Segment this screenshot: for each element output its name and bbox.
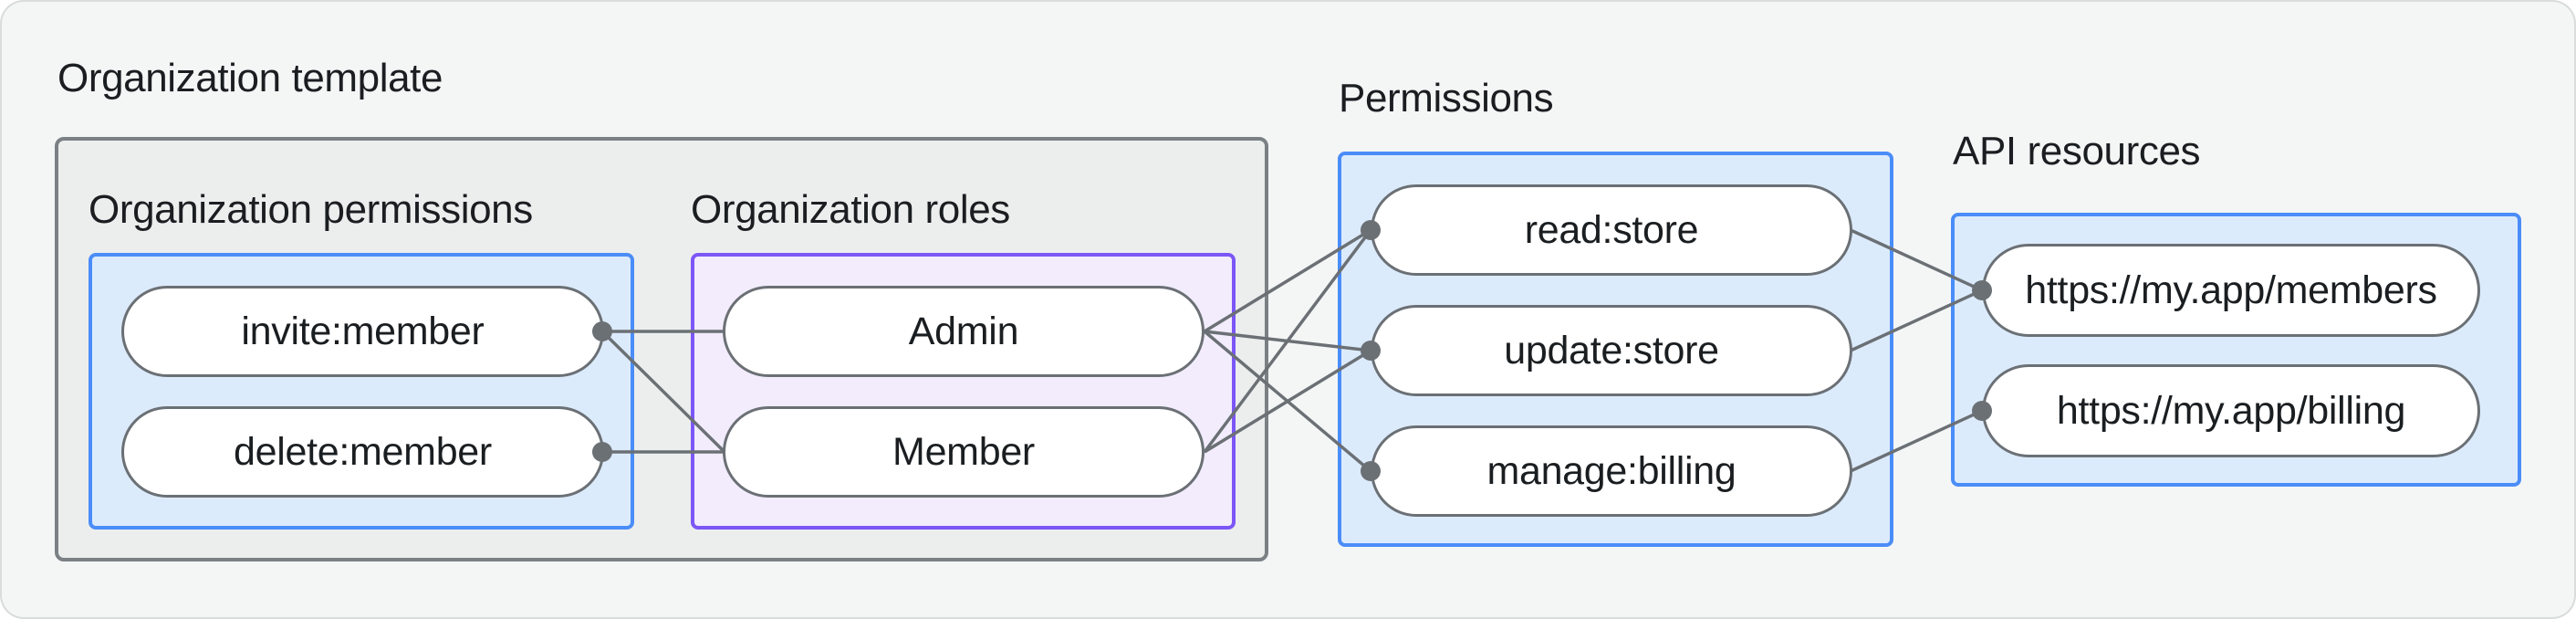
node-invite-member: invite:member bbox=[121, 286, 604, 377]
org-roles-label: Organization roles bbox=[691, 187, 1010, 232]
node-manage-billing: manage:billing bbox=[1371, 425, 1852, 517]
node-api-billing: https://my.app/billing bbox=[1982, 364, 2480, 457]
node-read-store: read:store bbox=[1371, 184, 1852, 276]
node-update-store: update:store bbox=[1371, 305, 1852, 396]
org-template-label: Organization template bbox=[57, 56, 443, 100]
node-admin-role: Admin bbox=[723, 286, 1205, 377]
node-member-role: Member bbox=[723, 406, 1205, 498]
api-resources-label: API resources bbox=[1953, 129, 2201, 173]
org-permissions-label: Organization permissions bbox=[89, 187, 533, 232]
permissions-label: Permissions bbox=[1339, 76, 1554, 121]
node-api-members: https://my.app/members bbox=[1982, 244, 2480, 337]
node-delete-member: delete:member bbox=[121, 406, 604, 498]
